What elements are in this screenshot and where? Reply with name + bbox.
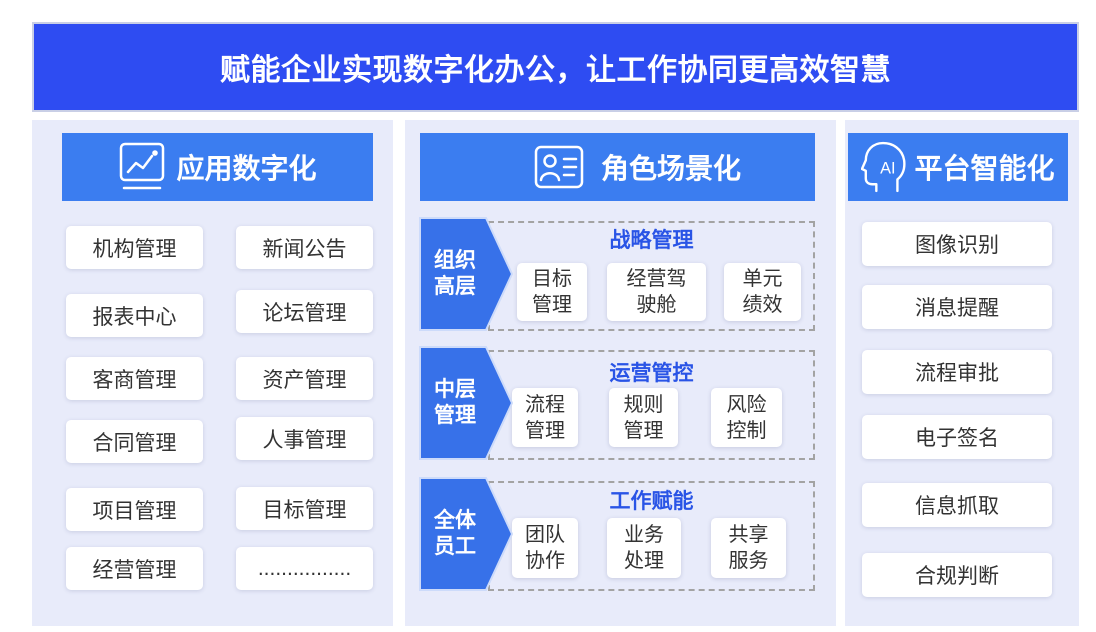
platform-item: 流程审批 <box>862 350 1052 394</box>
ai-icon-text: AI <box>881 160 896 178</box>
role-label-line: 员工 <box>434 535 476 558</box>
card-line: 控制 <box>726 419 767 442</box>
role-label-line: 管理 <box>434 404 476 427</box>
group-title: 运营管控 <box>609 362 694 385</box>
role-label-line: 组织 <box>434 249 476 272</box>
platform-item: 信息抓取 <box>862 483 1052 527</box>
card-line: 流程 <box>525 393 565 416</box>
role-group-middle-management: 运营管控 流程 管理 规则 管理 风险 控制 <box>488 350 815 460</box>
platform-item: 消息提醒 <box>862 285 1052 329</box>
app-item: 客商管理 <box>66 357 203 400</box>
scenario-card: 流程 管理 <box>512 388 578 447</box>
platform-header: AI 平台智能化 <box>848 133 1068 201</box>
banner-title: 赋能企业实现数字化办公，让工作协同更高效智慧 <box>220 54 891 87</box>
platform-header-title: 平台智能化 <box>914 153 1055 184</box>
roles-header: 角色场景化 <box>420 133 815 201</box>
role-label: 组织 高层 <box>419 217 491 331</box>
card-line: 服务 <box>728 550 769 572</box>
card-line: 业务 <box>624 524 664 546</box>
card-line: 处理 <box>624 550 664 572</box>
roles-header-title: 角色场景化 <box>600 153 741 184</box>
card-line: 管理 <box>623 419 664 442</box>
scenario-card: 规则 管理 <box>609 388 678 447</box>
scenario-card: 共享 服务 <box>711 518 786 578</box>
apps-header-title: 应用数字化 <box>176 153 317 184</box>
role-badge-all-staff: 全体 员工 <box>419 477 513 591</box>
app-item: 报表中心 <box>66 294 203 337</box>
role-label: 全体 员工 <box>419 477 491 591</box>
scenario-card: 团队 协作 <box>512 518 578 578</box>
platform-item: 图像识别 <box>862 222 1052 266</box>
role-label-line: 全体 <box>434 509 476 532</box>
panel-roles: 角色场景化 战略管理 目标 管理 经营驾 驶舱 单元 绩效 组织 <box>405 120 836 626</box>
app-item: 经营管理 <box>66 547 203 590</box>
card-line: 管理 <box>532 294 572 316</box>
card-line: 共享 <box>728 524 769 546</box>
card-line: 风险 <box>726 393 767 416</box>
role-label-line: 高层 <box>434 275 476 298</box>
platform-item: 合规判断 <box>862 553 1052 597</box>
card-line: 绩效 <box>742 294 783 316</box>
app-item: 合同管理 <box>66 420 203 463</box>
group-title: 工作赋能 <box>609 490 694 513</box>
top-banner: 赋能企业实现数字化办公，让工作协同更高效智慧 <box>32 22 1079 112</box>
app-item: 新闻公告 <box>236 226 373 269</box>
scenario-card: 单元 绩效 <box>724 263 801 321</box>
scenario-card: 风险 控制 <box>711 388 782 447</box>
id-card-icon <box>534 145 584 189</box>
app-item: 目标管理 <box>236 487 373 530</box>
role-group-all-staff: 工作赋能 团队 协作 业务 处理 共享 服务 <box>488 481 815 591</box>
scenario-card: 业务 处理 <box>607 518 681 578</box>
role-group-executive: 战略管理 目标 管理 经营驾 驶舱 单元 绩效 <box>488 221 815 331</box>
card-line: 经营驾 <box>626 268 687 290</box>
role-label: 中层 管理 <box>419 346 491 460</box>
app-item: 资产管理 <box>236 357 373 400</box>
scenario-card: 经营驾 驶舱 <box>607 263 706 321</box>
role-label-line: 中层 <box>434 378 476 401</box>
card-line: 管理 <box>525 419 565 442</box>
card-line: 团队 <box>525 524 565 546</box>
role-arrow-shape <box>419 346 513 460</box>
scenario-card: 目标 管理 <box>517 263 587 321</box>
role-arrow-shape <box>419 477 513 591</box>
ai-head-icon: AI <box>861 141 907 193</box>
card-line: 驶舱 <box>636 294 677 316</box>
app-item: 人事管理 <box>236 417 373 460</box>
group-title: 战略管理 <box>609 229 694 252</box>
role-arrow-shape <box>419 217 513 331</box>
apps-header: 应用数字化 <box>62 133 373 201</box>
role-badge-executive: 组织 高层 <box>419 217 513 331</box>
card-line: 协作 <box>525 550 565 572</box>
app-item: 项目管理 <box>66 488 203 531</box>
card-line: 规则 <box>623 393 664 416</box>
app-item: 论坛管理 <box>236 290 373 333</box>
card-line: 单元 <box>742 268 783 290</box>
chart-icon <box>120 142 165 190</box>
panel-apps: 应用数字化 机构管理 新闻公告 报表中心 论坛管理 客商管理 资产管理 合同管理… <box>32 120 393 626</box>
card-line: 目标 <box>532 268 572 290</box>
platform-item: 电子签名 <box>862 415 1052 459</box>
app-item-more: ................ <box>236 547 373 590</box>
panel-platform: AI 平台智能化 图像识别 消息提醒 流程审批 电子签名 信息抓取 合规判断 <box>845 120 1079 626</box>
role-badge-middle-management: 中层 管理 <box>419 346 513 460</box>
app-item: 机构管理 <box>66 226 203 269</box>
